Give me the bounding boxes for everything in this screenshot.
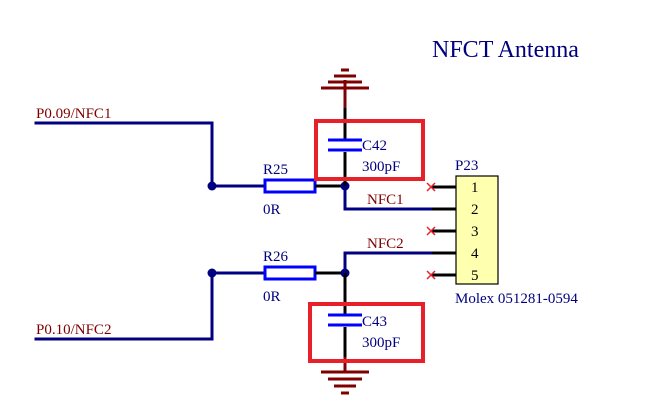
net-label-nfc2: NFC2	[367, 236, 404, 252]
p23-part-number: Molex 051281-0594	[455, 291, 578, 307]
resistor-r26[interactable]: R26 0R	[263, 249, 317, 305]
c43-value: 300pF	[362, 335, 400, 351]
wire-nfc2	[343, 251, 434, 275]
resistor-icon	[263, 265, 317, 281]
r25-value: 0R	[263, 202, 281, 218]
no-connect-icon	[426, 270, 436, 280]
ground-icon	[321, 370, 369, 395]
connector-body	[455, 175, 499, 285]
highlight-box-c42	[314, 119, 425, 181]
pin-3-label: 3	[471, 224, 479, 240]
net-label-p0-09: P0.09/NFC1	[36, 106, 111, 122]
c43-designator: C43	[362, 314, 387, 330]
pin-1-label: 1	[471, 180, 479, 196]
r26-designator: R26	[263, 249, 289, 265]
resistor-icon	[263, 178, 317, 194]
net-label-p0-10: P0.10/NFC2	[36, 322, 111, 338]
pin-4-label: 4	[471, 246, 479, 262]
resistor-r25[interactable]: R25 0R	[263, 162, 317, 218]
connector-p23[interactable]: P23 1 2 3 4 5 Molex 051281-0594	[432, 158, 578, 307]
capacitor-c43[interactable]: C43 300pF	[328, 273, 400, 372]
junction-dot	[207, 268, 217, 278]
net-p0-09: P0.09/NFC1	[34, 106, 265, 191]
r25-designator: R25	[263, 162, 288, 178]
wire-in1	[34, 121, 265, 188]
c42-designator: C42	[362, 138, 387, 154]
schematic-title: NFCT Antenna	[432, 37, 579, 63]
highlight-box-c43	[308, 302, 425, 363]
net-label-nfc1: NFC1	[367, 192, 404, 208]
pin-2-label: 2	[471, 202, 479, 218]
p23-designator: P23	[455, 158, 478, 174]
c42-value: 300pF	[362, 159, 400, 175]
r26-value: 0R	[263, 289, 281, 305]
net-p0-10: P0.10/NFC2	[34, 268, 265, 341]
pin-5-label: 5	[471, 268, 479, 284]
wire-in2	[34, 271, 265, 341]
no-connect-icon	[426, 226, 436, 236]
no-connect-icon	[426, 182, 436, 192]
wire-nfc1	[343, 184, 434, 211]
junction-dot	[207, 181, 217, 191]
capacitor-c42[interactable]: C42 300pF	[328, 80, 400, 186]
ground-icon	[321, 68, 369, 90]
